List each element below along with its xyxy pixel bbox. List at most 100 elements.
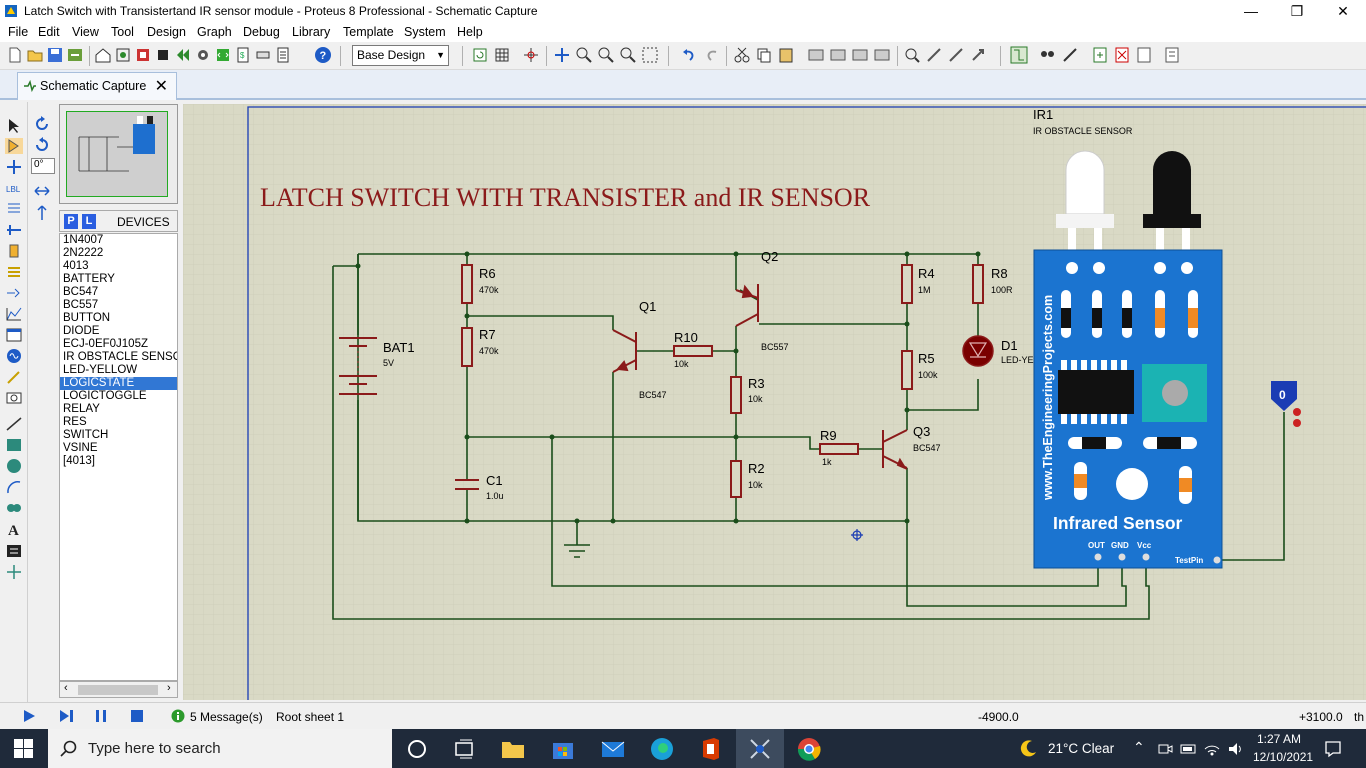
menu-system[interactable]: System: [404, 25, 446, 39]
transistor-q2[interactable]: [735, 284, 759, 327]
chevron-up-icon[interactable]: ⌃: [1133, 739, 1145, 755]
zoom-in-icon[interactable]: [575, 46, 593, 64]
weather-text[interactable]: 21°C Clear: [1048, 741, 1115, 756]
decompose-icon[interactable]: [969, 46, 987, 64]
box-icon[interactable]: [5, 437, 23, 453]
pick-device-icon[interactable]: [903, 46, 921, 64]
meet-now-icon[interactable]: [1157, 741, 1173, 757]
tab-close-icon[interactable]: ✕: [154, 78, 168, 95]
tape-recorder-icon[interactable]: [5, 327, 23, 343]
resistor-r9[interactable]: [819, 443, 859, 455]
chrome-icon[interactable]: [796, 736, 822, 762]
wire-autoroute-icon[interactable]: [1010, 46, 1028, 64]
device-item[interactable]: BATTERY: [63, 273, 115, 285]
device-item[interactable]: LOGICTOGGLE: [63, 390, 147, 402]
marker-icon[interactable]: [5, 564, 23, 580]
menu-help[interactable]: Help: [457, 25, 483, 39]
ir-sensor-module[interactable]: IR1 IR OBSTACLE SENSOR: [1033, 107, 1223, 569]
text-script-icon[interactable]: [5, 201, 23, 217]
buses-icon[interactable]: [5, 222, 23, 238]
restore-button[interactable]: ❐: [1290, 3, 1304, 19]
circle-icon[interactable]: [5, 458, 23, 474]
menu-graph[interactable]: Graph: [197, 25, 232, 39]
gear-icon[interactable]: [194, 46, 212, 64]
schematic-icon[interactable]: [114, 46, 132, 64]
device-item[interactable]: RELAY: [63, 403, 100, 415]
menu-tool[interactable]: Tool: [111, 25, 134, 39]
device-item[interactable]: 4013: [63, 260, 89, 272]
minimize-button[interactable]: —: [1244, 3, 1258, 19]
home-icon[interactable]: [94, 46, 112, 64]
network-icon[interactable]: [1203, 741, 1221, 757]
symbol-icon[interactable]: [5, 543, 23, 559]
notes-icon[interactable]: [274, 46, 292, 64]
overview-window[interactable]: [59, 104, 178, 204]
device-item[interactable]: BUTTON: [63, 312, 111, 324]
pan-icon[interactable]: [553, 46, 571, 64]
close-button[interactable]: ✕: [1337, 3, 1349, 19]
refresh-icon[interactable]: [471, 46, 489, 64]
device-item-selected[interactable]: LOGICSTATE: [60, 377, 177, 390]
capacitor-c1[interactable]: [455, 479, 479, 490]
wire-label-icon[interactable]: LBL: [5, 180, 23, 196]
block-rotate-icon[interactable]: [851, 46, 869, 64]
proteus-taskbar-icon[interactable]: [747, 736, 773, 762]
windows-start-icon[interactable]: [14, 739, 33, 758]
graph-mode-icon[interactable]: [5, 306, 23, 322]
menu-edit[interactable]: Edit: [38, 25, 60, 39]
menu-design[interactable]: Design: [147, 25, 186, 39]
rotate-clockwise-icon[interactable]: [34, 116, 50, 132]
import-icon[interactable]: [66, 46, 84, 64]
pick-devices-button[interactable]: P: [64, 214, 78, 229]
file-explorer-icon[interactable]: [500, 736, 526, 762]
menu-file[interactable]: File: [8, 25, 29, 39]
subcircuit-icon[interactable]: [5, 243, 23, 259]
scroll-left-icon[interactable]: ‹: [64, 682, 68, 694]
scroll-right-icon[interactable]: ›: [167, 682, 171, 694]
tab-schematic-capture[interactable]: Schematic Capture ✕: [17, 72, 177, 100]
taskbar-search[interactable]: Type here to search: [48, 729, 392, 768]
simulation-icon[interactable]: [174, 46, 192, 64]
chip-icon[interactable]: [154, 46, 172, 64]
scroll-thumb[interactable]: [78, 685, 158, 695]
resistor-r5[interactable]: [901, 350, 913, 390]
generator-icon[interactable]: [5, 348, 23, 364]
paste-icon[interactable]: [777, 46, 795, 64]
overview-viewport[interactable]: [66, 111, 168, 197]
cut-icon[interactable]: [733, 46, 751, 64]
rotate-anticlockwise-icon[interactable]: [34, 137, 50, 153]
device-item[interactable]: BC557: [63, 299, 99, 311]
device-pins-icon[interactable]: [5, 285, 23, 301]
clock-date[interactable]: 12/10/2021: [1253, 750, 1314, 764]
undo-icon[interactable]: [680, 46, 698, 64]
logicstate-probe[interactable]: 0: [1271, 381, 1301, 427]
block-delete-icon[interactable]: [873, 46, 891, 64]
resistor-r4[interactable]: [901, 264, 913, 304]
step-icon[interactable]: [58, 709, 74, 723]
path-icon[interactable]: [5, 500, 23, 516]
terminals-icon[interactable]: [5, 264, 23, 280]
help-icon[interactable]: ?: [314, 46, 332, 64]
block-copy-icon[interactable]: [807, 46, 825, 64]
resistor-r3[interactable]: [730, 376, 742, 414]
device-icon[interactable]: [254, 46, 272, 64]
led-d1[interactable]: [962, 335, 994, 367]
menu-view[interactable]: View: [72, 25, 99, 39]
menu-library[interactable]: Library: [292, 25, 331, 39]
edge-icon[interactable]: [649, 736, 675, 762]
resistor-r7[interactable]: [461, 327, 473, 367]
origin-icon[interactable]: [522, 46, 540, 64]
copy-icon[interactable]: [755, 46, 773, 64]
task-view-icon[interactable]: [451, 736, 477, 762]
junction-dot-icon[interactable]: [5, 159, 23, 175]
store-icon[interactable]: [550, 736, 576, 762]
library-manager-button[interactable]: L: [82, 214, 96, 229]
device-item[interactable]: 1N4007: [63, 234, 104, 246]
stop-icon[interactable]: [130, 709, 144, 723]
virtual-instrument-icon[interactable]: [5, 390, 23, 406]
new-sheet-icon[interactable]: [1091, 46, 1109, 64]
rotation-input[interactable]: 0°: [31, 158, 55, 174]
pause-icon[interactable]: [94, 709, 108, 723]
pcb-icon[interactable]: [134, 46, 152, 64]
transistor-q3[interactable]: [882, 429, 908, 471]
